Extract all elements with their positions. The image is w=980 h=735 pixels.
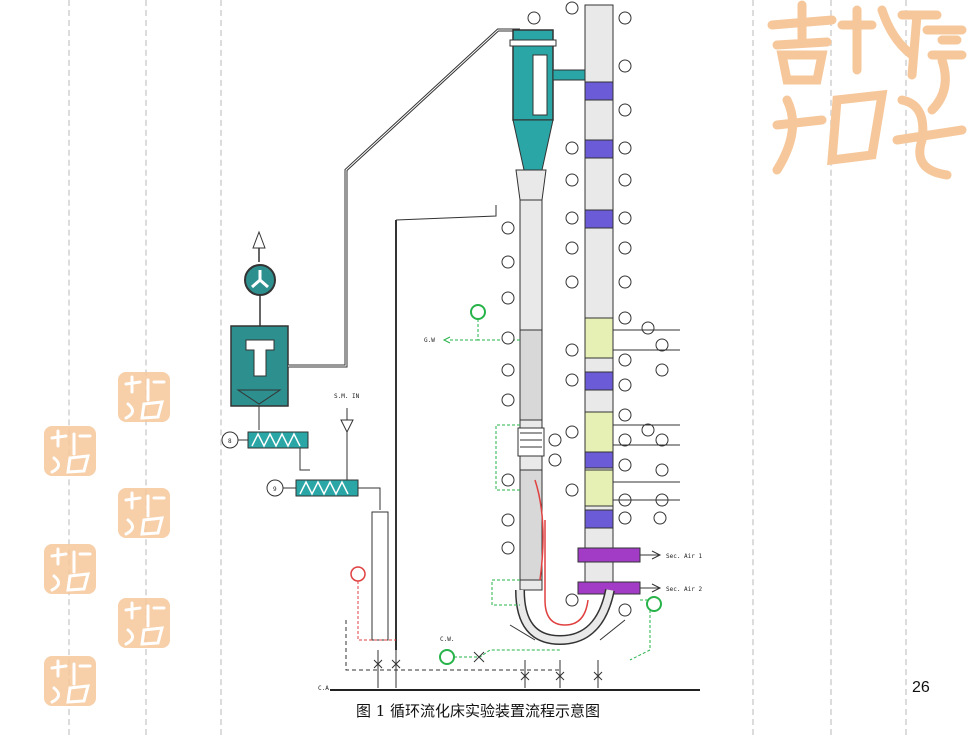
seal-logo-small <box>118 372 170 422</box>
seal-logo-small <box>44 426 96 476</box>
page-number: 26 <box>912 679 930 696</box>
exhaust-arrow-icon <box>252 230 266 249</box>
jacket-2 <box>584 139 614 159</box>
ca-label: C.A <box>318 685 329 692</box>
heater-1 <box>584 317 614 359</box>
seal-logo-small <box>118 598 170 648</box>
heater-3 <box>584 469 614 507</box>
sec-air-2-label: Sec. Air 2 <box>666 586 703 593</box>
jacket-5 <box>584 451 614 469</box>
seal-logo-large <box>767 0 967 180</box>
green-loop-left <box>495 424 520 491</box>
sec-air-1-label: Sec. Air 1 <box>666 553 703 560</box>
sec-air-manifold-1 <box>577 547 641 563</box>
riser-heater-section-2 <box>519 469 543 581</box>
heater-2 <box>584 411 614 453</box>
sm-in-label: S.M. IN <box>334 393 360 400</box>
svg-text:8: 8 <box>228 438 232 445</box>
background-guide-line <box>145 0 147 735</box>
cyclone-top-gauge <box>527 11 541 25</box>
gw-gauge <box>470 304 486 320</box>
instrument-gauges-right <box>565 1 669 617</box>
jacket-1 <box>584 81 614 101</box>
jacket-3 <box>584 209 614 229</box>
svg-text:9: 9 <box>273 486 277 493</box>
cw-label: C.W. <box>440 636 454 643</box>
return-duct <box>288 28 520 368</box>
valve-icon <box>473 651 485 663</box>
riser-heater-section-1 <box>519 329 543 421</box>
background-guide-line <box>220 0 222 735</box>
background-guide-line <box>905 0 907 735</box>
seal-logo-small <box>44 656 96 706</box>
instrument-gauges-left <box>501 221 562 555</box>
background-guide-line <box>752 0 754 735</box>
seal-logo-small <box>118 488 170 538</box>
bottom-valves <box>373 650 603 688</box>
background-guide-line <box>830 0 832 735</box>
seal-logo-small <box>44 544 96 594</box>
distributor-plate <box>517 427 545 457</box>
cw-gauge <box>439 649 455 665</box>
sm-in-arrow-icon <box>340 419 354 434</box>
temperature-gauge-red <box>350 566 366 582</box>
gw-label: G.W <box>424 337 435 344</box>
background-guide-line <box>68 0 70 735</box>
air-gauge-green <box>646 596 662 612</box>
jacket-6 <box>584 509 614 529</box>
figure-caption: 图 1 循环流化床实验装置流程示意图 <box>355 702 601 720</box>
jacket-4 <box>584 371 614 391</box>
feed-standpipe <box>371 511 389 641</box>
